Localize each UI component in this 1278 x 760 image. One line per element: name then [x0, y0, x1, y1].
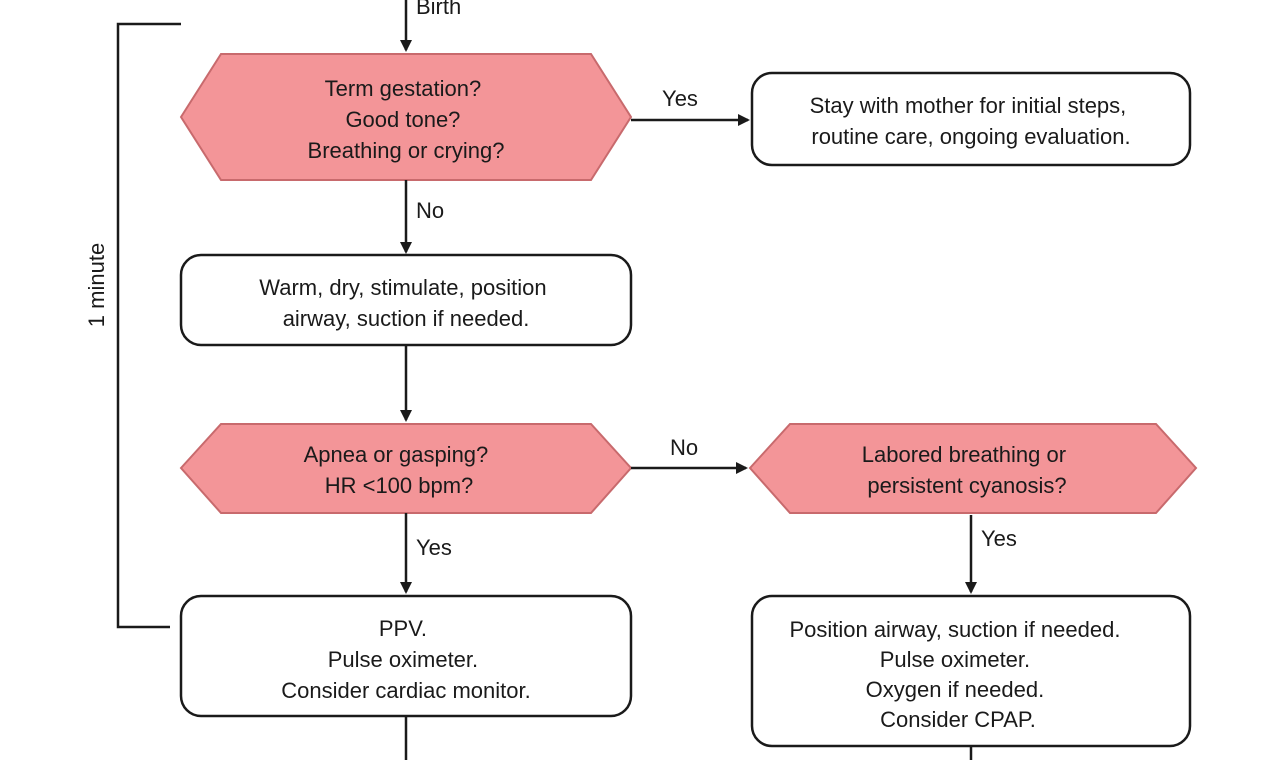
term-no-label: No — [416, 198, 444, 223]
position-airway-text: Position airway, suction if needed. Puls… — [789, 617, 1126, 732]
term-yes-label: Yes — [662, 86, 698, 111]
box-stay-with-mother — [750, 71, 1192, 167]
stay-with-mother-text: Stay with mother for initial steps, rout… — [810, 93, 1133, 149]
apnea-no-label: No — [670, 435, 698, 460]
labored-breathing-text: Labored breathing or persistent cyanosis… — [862, 442, 1072, 498]
box-warm-dry — [179, 253, 633, 347]
timeline-bracket — [116, 22, 181, 629]
timeline-label: 1 minute — [84, 243, 109, 327]
decision-apnea-gasping — [179, 423, 633, 514]
warm-dry-text: Warm, dry, stimulate, position airway, s… — [259, 275, 552, 331]
apnea-yes-label: Yes — [416, 535, 452, 560]
decision-term-gestation — [179, 53, 633, 181]
term-gestation-text: Term gestation? Good tone? Breathing or … — [308, 76, 505, 163]
birth-label: Birth — [416, 0, 461, 19]
decision-labored-breathing — [748, 423, 1198, 514]
labored-yes-label: Yes — [981, 526, 1017, 551]
ppv-text: PPV. Pulse oximeter. Consider cardiac mo… — [281, 616, 530, 703]
apnea-gasping-text: Apnea or gasping? HR <100 bpm? — [304, 442, 495, 498]
